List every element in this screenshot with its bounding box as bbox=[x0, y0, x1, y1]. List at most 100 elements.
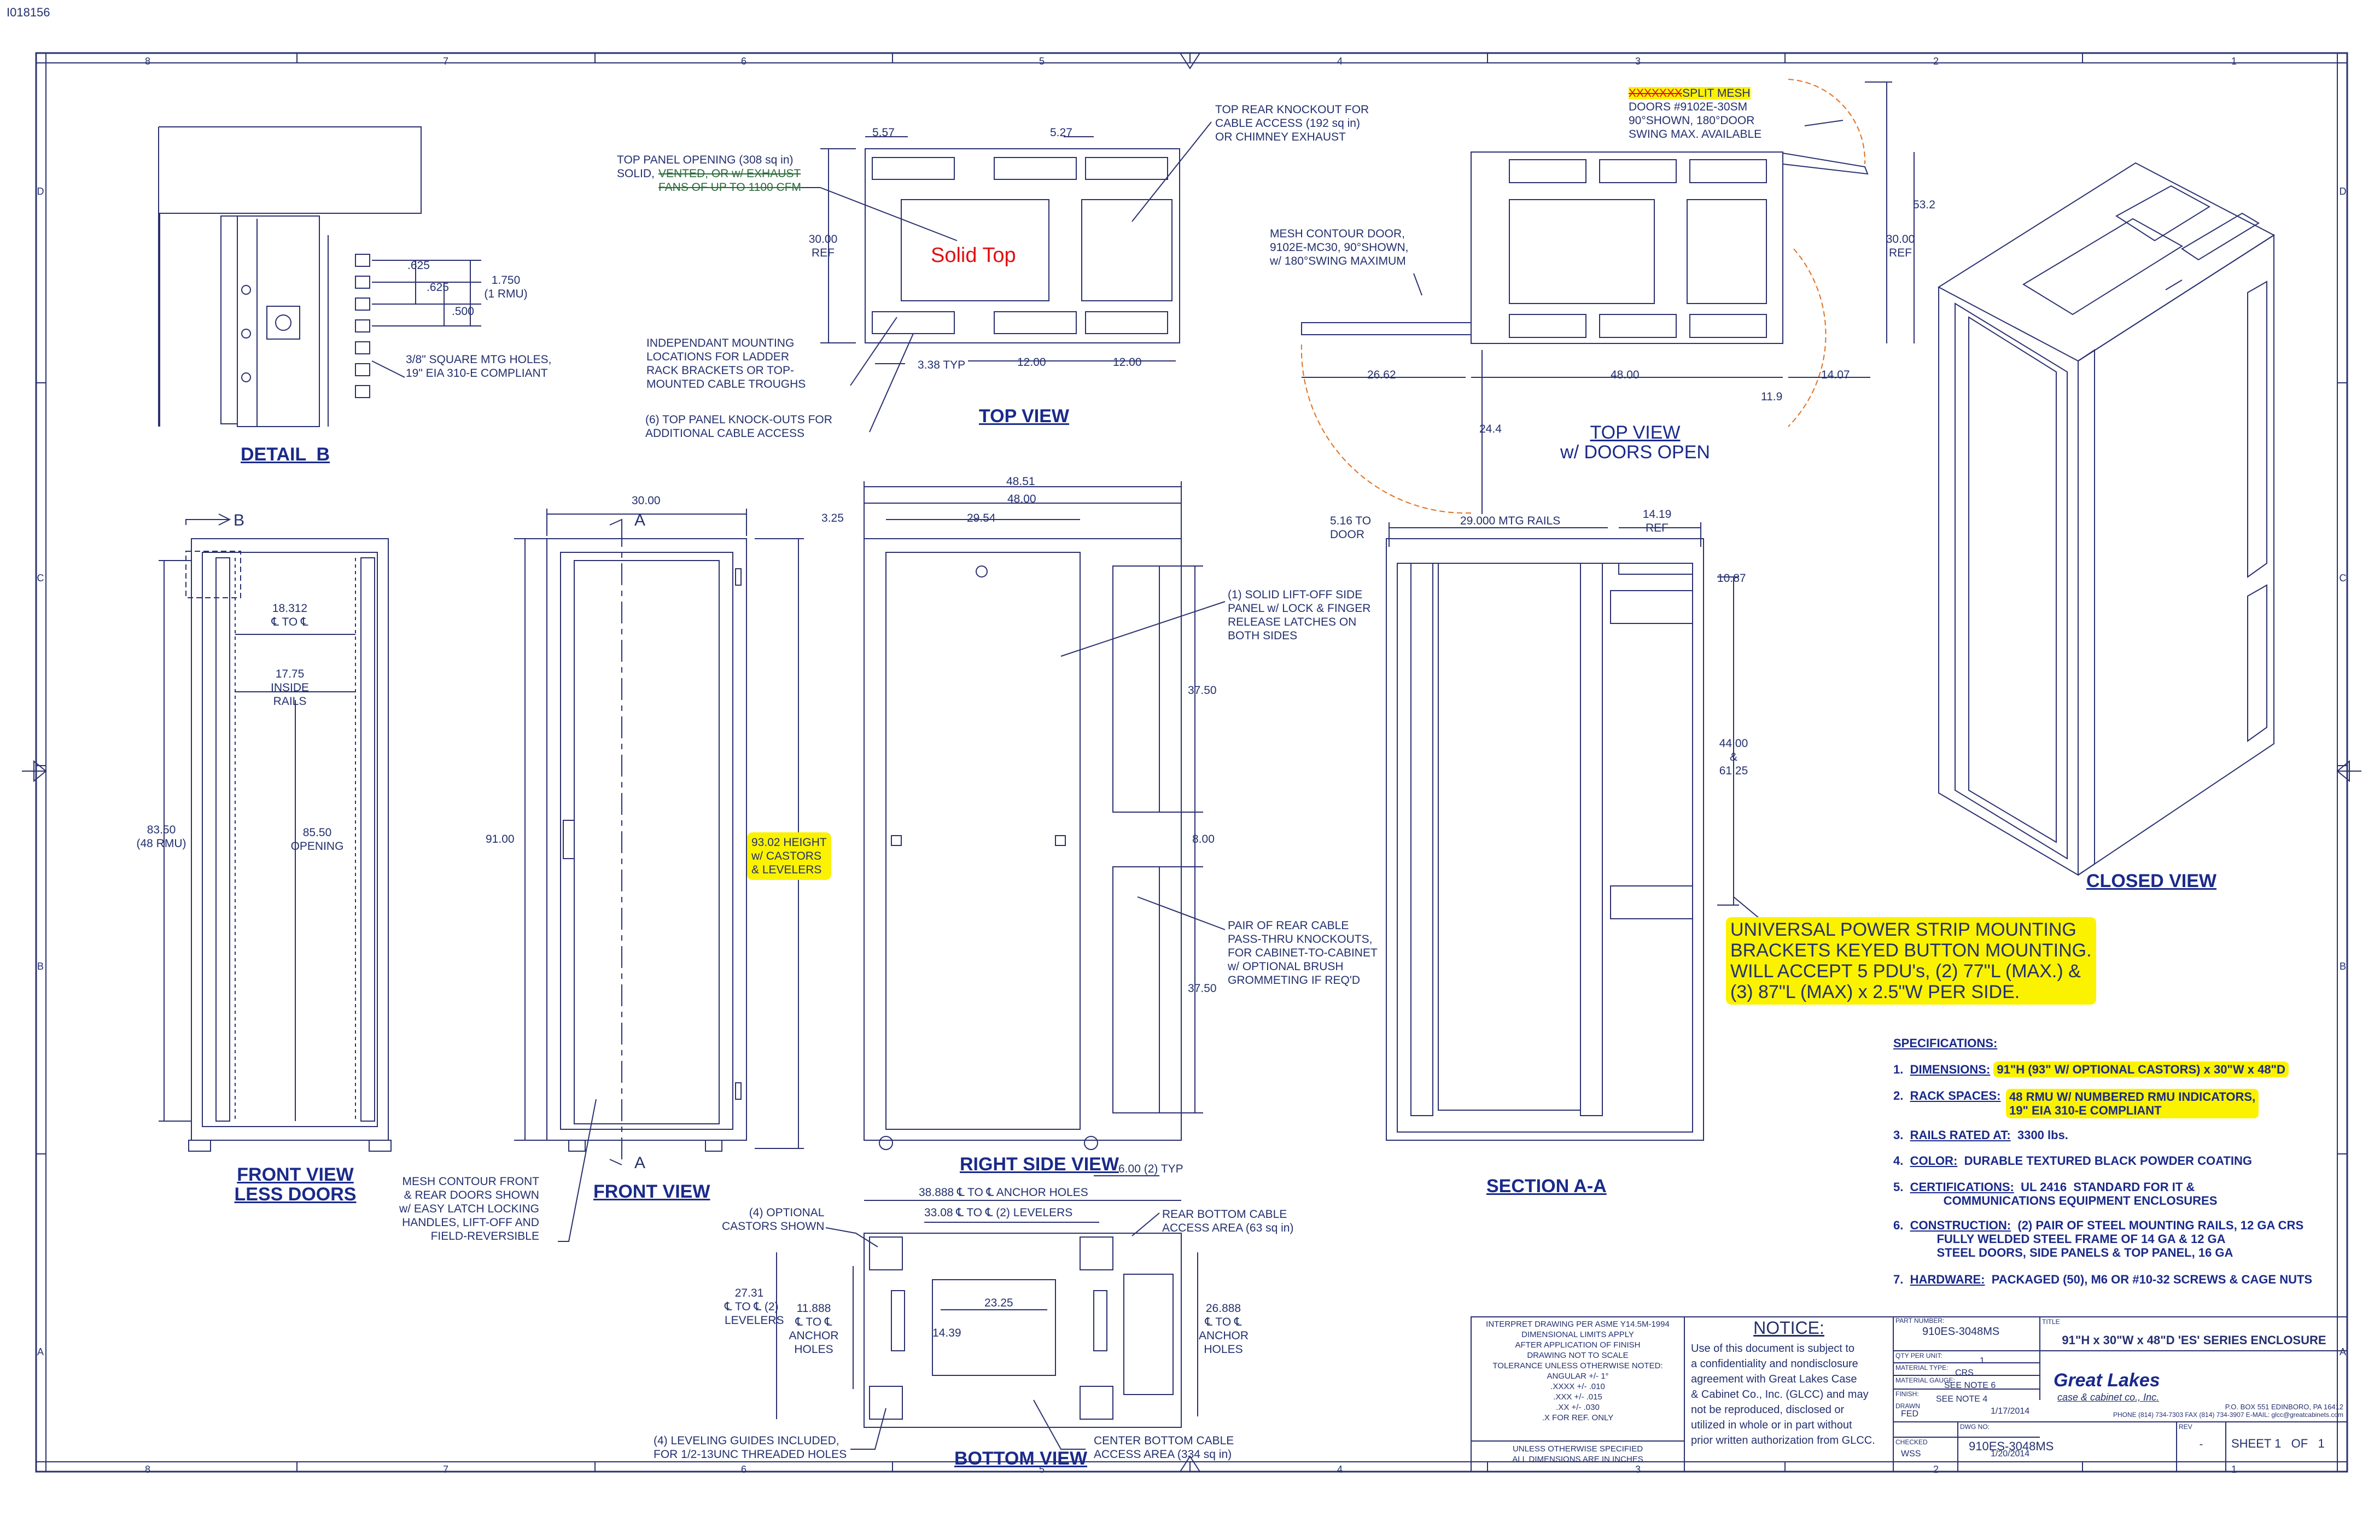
bot-dim-11888: 11.888 ℄ TO ℄ ANCHOR HOLES bbox=[789, 1302, 839, 1356]
company-logo-sub: case & cabinet co., Inc. bbox=[2057, 1392, 2160, 1403]
top-knockout-note: TOP REAR KNOCKOUT FOR CABLE ACCESS (192 … bbox=[1215, 103, 1369, 143]
detail-b-dim-500: .500 bbox=[452, 305, 474, 318]
checked-date: 1/20/2014 bbox=[1991, 1449, 2030, 1459]
sheet-number: SHEET 1 OF 1 bbox=[2231, 1437, 2325, 1450]
finish-value: SEE NOTE 4 bbox=[1936, 1395, 1988, 1404]
gauge-value: SEE NOTE 6 bbox=[1944, 1381, 1996, 1390]
zone-label: 1 bbox=[2231, 56, 2237, 67]
zone-label: 3 bbox=[1635, 1464, 1641, 1475]
split-mesh-note: XXXXXXXSPLIT MESH bbox=[1629, 86, 1751, 100]
zone-label: 4 bbox=[1337, 1464, 1343, 1475]
fl-dim-835: 83.50 (48 RMU) bbox=[136, 824, 186, 850]
spec-num: 4. bbox=[1893, 1154, 1904, 1168]
spec-key: CONSTRUCTION: bbox=[1910, 1218, 2011, 1232]
zone-label: 8 bbox=[144, 56, 150, 67]
top-dim-527: 5.27 bbox=[1050, 126, 1072, 139]
top-dim-12a: 12.00 bbox=[1017, 356, 1046, 369]
spec-value: 3300 lbs. bbox=[2017, 1128, 2068, 1142]
gauge-label: MATERIAL GAUGE: bbox=[1895, 1376, 1955, 1384]
bot-castors-note: (4) OPTIONAL CASTORS SHOWN bbox=[722, 1206, 825, 1233]
pdu-highlight: UNIVERSAL POWER STRIP MOUNTING BRACKETS … bbox=[1726, 917, 2096, 1005]
zone-label: 5 bbox=[1039, 56, 1045, 67]
zone-label: 7 bbox=[442, 1464, 448, 1475]
zone-label: 2 bbox=[1933, 1464, 1939, 1475]
checked-label: CHECKED bbox=[1895, 1438, 1928, 1446]
spec-2-value: 48 RMU W/ NUMBERED RMU INDICATORS, 19" E… bbox=[2006, 1089, 2259, 1118]
right-dim-325: 3.25 bbox=[821, 512, 844, 524]
spec-num: 3. bbox=[1893, 1128, 1904, 1142]
spec-num: 1. bbox=[1893, 1063, 1904, 1076]
right-dim-6: 6.00 (2) TYP bbox=[1118, 1163, 1183, 1175]
mesh-contour-note: MESH CONTOUR DOOR, 9102E-MC30, 90°SHOWN,… bbox=[1270, 228, 1409, 267]
bot-rear-note: REAR BOTTOM CABLE ACCESS AREA (63 sq in) bbox=[1162, 1208, 1294, 1234]
split-mesh-label: SPLIT MESH bbox=[1682, 87, 1751, 100]
zone-label: 3 bbox=[1635, 56, 1641, 67]
spec-key: HARDWARE: bbox=[1910, 1273, 1985, 1286]
spec-value: PACKAGED (50), M6 OR #10-32 SCREWS & CAG… bbox=[1991, 1273, 2313, 1286]
front-dim-91: 91.00 bbox=[486, 833, 515, 845]
spec-key: COLOR: bbox=[1910, 1154, 1958, 1168]
open-dim-48: 48.00 bbox=[1611, 369, 1640, 381]
solid-top-label: Solid Top bbox=[931, 244, 1016, 267]
pdu-note: UNIVERSAL POWER STRIP MOUNTING BRACKETS … bbox=[1726, 917, 2096, 1005]
detail-b-title: DETAIL B bbox=[241, 444, 330, 465]
height-highlight: 93.02 HEIGHT w/ CASTORS & LEVELERS bbox=[747, 832, 831, 880]
closed-view-title: CLOSED VIEW bbox=[2086, 871, 2217, 891]
zone-label: 6 bbox=[740, 56, 746, 67]
zone-label: 5 bbox=[1039, 1464, 1045, 1475]
qty-value: 1 bbox=[1980, 1356, 1985, 1366]
zone-label: 4 bbox=[1337, 56, 1343, 67]
split-mesh-rest: DOORS #9102E-30SM 90°SHOWN, 180°DOOR SWI… bbox=[1629, 101, 1762, 141]
open-dim-2662: 26.62 bbox=[1367, 369, 1396, 381]
drawn-by: FED bbox=[1901, 1409, 1918, 1419]
part-label: PART NUMBER: bbox=[1895, 1317, 1945, 1325]
open-dim-1407: 14.07 bbox=[1821, 369, 1850, 381]
zone-label: 7 bbox=[442, 56, 448, 67]
top-dim-338: 3.38 TYP bbox=[918, 359, 966, 371]
bottom-view-title: BOTTOM VIEW bbox=[954, 1448, 1088, 1469]
qty-label: QTY PER UNIT: bbox=[1895, 1352, 1942, 1360]
spec-3: 3. RAILS RATED AT: 3300 lbs. bbox=[1893, 1128, 2068, 1142]
bot-dim-38: 38.888 ℄ TO ℄ ANCHOR HOLES bbox=[919, 1186, 1088, 1199]
detail-b-note: 3/8" SQUARE MTG HOLES, 19" EIA 310-E COM… bbox=[406, 353, 552, 380]
right-pass-note: PAIR OF REAR CABLE PASS-THRU KNOCKOUTS, … bbox=[1228, 919, 1378, 987]
zone-label: 2 bbox=[1933, 56, 1939, 67]
material-value: CRS bbox=[1955, 1368, 1974, 1378]
bot-dim-33: 33.08 ℄ TO ℄ (2) LEVELERS bbox=[924, 1206, 1073, 1219]
bot-leveling-note: (4) LEVELING GUIDES INCLUDED, FOR 1/2-13… bbox=[654, 1434, 847, 1461]
fl-dim-1775: 17.75 INSIDE RAILS bbox=[270, 668, 309, 708]
sec-dim-1087: 10.87 bbox=[1717, 572, 1746, 585]
zone-label: A bbox=[37, 1346, 44, 1357]
company-phone: PHONE (814) 734-7303 FAX (814) 734-3907 … bbox=[2113, 1411, 2343, 1419]
front-less-title: FRONT VIEW LESS DOORS bbox=[234, 1164, 357, 1205]
spec-5: 5. CERTIFICATIONS: UL 2416 STANDARD FOR … bbox=[1893, 1180, 2217, 1208]
zone-label: 8 bbox=[144, 1464, 150, 1475]
section-title: SECTION A-A bbox=[1486, 1176, 1607, 1197]
sec-dim-516: 5.16 TO DOOR bbox=[1330, 515, 1372, 541]
spec-num: 5. bbox=[1893, 1180, 1904, 1194]
title-label: TITLE bbox=[2042, 1318, 2060, 1326]
fl-dim-18312: 18.312 ℄ TO ℄ bbox=[271, 602, 308, 628]
detail-b-dim-1750: 1.750 (1 RMU) bbox=[484, 274, 528, 300]
open-dim-532: 53.2 bbox=[1913, 199, 1935, 211]
spec-value: DURABLE TEXTURED BLACK POWDER COATING bbox=[1964, 1154, 2252, 1168]
section-b-marker: B bbox=[234, 511, 245, 529]
right-dim-4851: 48.51 bbox=[1006, 475, 1035, 488]
checked-by: WSS bbox=[1901, 1449, 1921, 1459]
spec-num: 7. bbox=[1893, 1273, 1904, 1286]
spec-value: UL 2416 STANDARD FOR IT & COMMUNICATIONS… bbox=[1943, 1180, 2218, 1208]
section-a-marker-bottom: A bbox=[634, 1154, 646, 1172]
front-dim-30: 30.00 bbox=[632, 494, 661, 507]
notice-title: NOTICE: bbox=[1753, 1318, 1824, 1338]
spec-value: 91"H (93" W/ OPTIONAL CASTORS) x 30"W x … bbox=[1993, 1061, 2289, 1077]
bot-dim-2731: 27.31 ℄ TO ℄ (2) LEVELERS bbox=[725, 1287, 784, 1327]
open-dim-244: 24.4 bbox=[1479, 423, 1502, 435]
spec-6: 6. CONSTRUCTION: (2) PAIR OF STEEL MOUNT… bbox=[1893, 1218, 2303, 1259]
drawing-title: 91"H x 30"W x 48"D 'ES' SERIES ENCLOSURE bbox=[2062, 1333, 2326, 1347]
strike-text: XXXXXXX bbox=[1629, 87, 1683, 100]
spec-7: 7. HARDWARE: PACKAGED (50), M6 OR #10-32… bbox=[1893, 1273, 2312, 1286]
spec-2: 2. RACK SPACES: bbox=[1893, 1089, 2000, 1102]
company-address: P.O. BOX 551 EDINBORO, PA 16412 bbox=[2225, 1403, 2343, 1411]
sec-dim-44: 44.00 & 61.25 bbox=[1719, 737, 1748, 777]
